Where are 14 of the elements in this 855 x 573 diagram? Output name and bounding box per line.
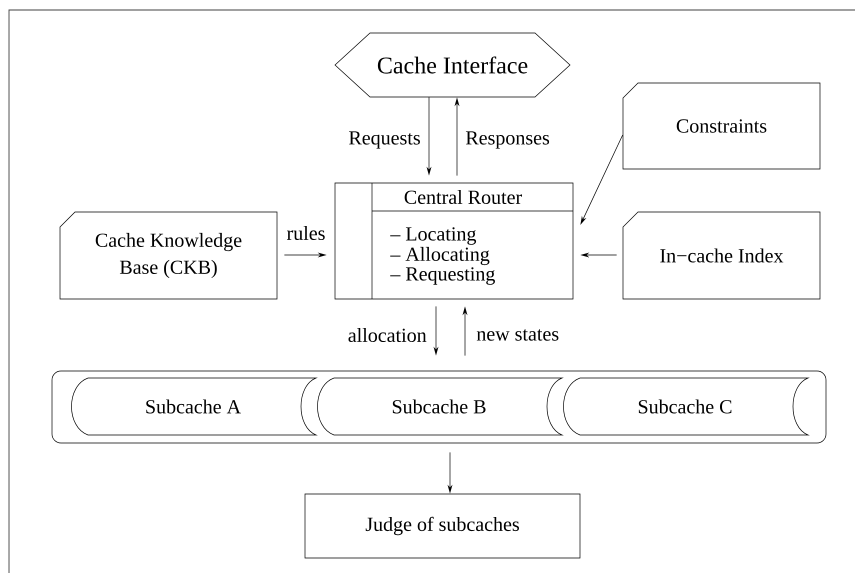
card-box: Constraints — [622, 82, 820, 170]
card-box: In−cache Index — [622, 212, 820, 300]
edge-label: Responses — [464, 130, 551, 150]
edge-label: Requests — [347, 130, 422, 150]
edge-label: new states — [475, 328, 560, 342]
edge-label: rules — [286, 224, 326, 242]
subcache-shape: Subcache B — [317, 378, 562, 436]
subcache-shape: Subcache C — [563, 378, 808, 436]
process-box: Judge of subcaches — [304, 494, 580, 558]
edge-label: allocation — [346, 326, 428, 344]
card-box: Cache Knowledge Base (CKB) — [60, 212, 278, 300]
router-box: Central Router – Locating – Allocating – Requesting — [334, 182, 574, 300]
container-box — [52, 370, 826, 444]
subcache-shape: Subcache A — [71, 378, 316, 436]
